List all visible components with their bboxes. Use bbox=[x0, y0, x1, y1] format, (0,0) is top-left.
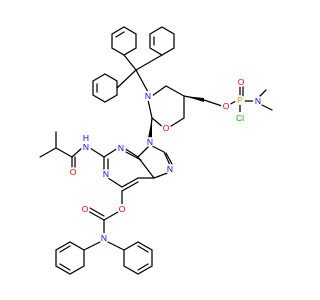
atom-n-diphenyl: N bbox=[101, 233, 107, 243]
stereo-wedge-c6 bbox=[148, 118, 152, 138]
trityl-phenyl-ring-left bbox=[92, 73, 118, 103]
trityl-phenyl-ring-top-left bbox=[111, 26, 137, 56]
n-phenyl-ring-left bbox=[55, 241, 85, 275]
atom-o-carbamate-ester: O bbox=[119, 204, 126, 214]
atom-n-morpholine: N bbox=[145, 91, 151, 101]
atom-n9: N bbox=[147, 137, 153, 147]
atom-n-dimethylamino: N bbox=[255, 96, 261, 106]
atom-h-amide: H bbox=[83, 133, 89, 143]
molecule-structure: N O O P O N Cl N N N N N H O O O N bbox=[39, 26, 273, 275]
atom-n7: N bbox=[167, 164, 173, 174]
n-phenyl-ring-right bbox=[123, 241, 153, 275]
atom-o-phosphoryl: O bbox=[238, 77, 245, 87]
atom-n3: N bbox=[118, 143, 124, 153]
atom-cl: Cl bbox=[236, 113, 244, 123]
trityl-phenyl-ring-top-right bbox=[149, 26, 175, 56]
bond-lines bbox=[39, 26, 273, 275]
atom-o-morpholine: O bbox=[163, 123, 170, 133]
atom-p: P bbox=[237, 95, 243, 105]
atom-labels: N O O P O N Cl N N N N N H O O O N bbox=[68, 77, 263, 243]
atom-o-carbamate-carbonyl: O bbox=[82, 204, 89, 214]
atom-nh-amide: N bbox=[83, 142, 89, 152]
stereo-wedge-c2 bbox=[184, 96, 204, 102]
atom-n1: N bbox=[103, 169, 109, 179]
atom-o-isobutyryl: O bbox=[70, 167, 77, 177]
atom-o-linker: O bbox=[223, 101, 230, 111]
